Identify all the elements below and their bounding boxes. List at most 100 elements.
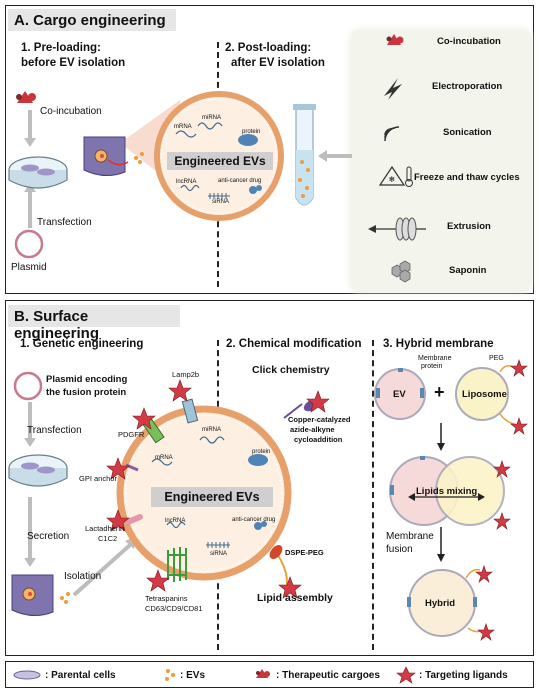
cargo-lncrna-a: lncRNA: [176, 179, 197, 185]
cargo-mrna-a: mRNA: [174, 124, 192, 130]
coincubation-icon: [386, 34, 404, 45]
ev-title-a: Engineered EVs: [167, 152, 273, 170]
cargo-protein-b: protein: [252, 449, 271, 455]
legend-parental: : Parental cells: [45, 670, 116, 681]
culture-dish-icon: [8, 156, 68, 189]
therapeutic-cargo-icon: [16, 91, 36, 103]
method-sonication: Sonication: [443, 127, 492, 138]
tetraspanin-protein: [167, 547, 187, 582]
star-peg-top: [510, 359, 528, 377]
pdgfr-label: PDGFR: [118, 430, 145, 439]
cargo-sirna-a: siRNA: [212, 199, 230, 205]
lamp2b-label: Lamp2b: [172, 370, 200, 379]
methods-box: [351, 30, 531, 292]
membrane-fusion-label-1: Membrane: [386, 531, 434, 542]
panel-a-title: A. Cargo engineering: [8, 9, 176, 31]
transfection-label: Transfection: [37, 217, 92, 228]
electroporation-icon: [384, 78, 402, 100]
ev-vesicle: [374, 368, 426, 420]
star-dspe: [278, 576, 302, 599]
hybrid-vesicle: [407, 568, 483, 637]
svg-text:❄: ❄: [389, 175, 396, 184]
star-peg-bottom: [510, 417, 528, 435]
cargo-anticancer-b: anti-cancer drug: [232, 517, 276, 523]
isolation-label: Isolation: [64, 571, 102, 582]
liposome-vesicle: [455, 365, 515, 425]
culture-dish-b-icon: [8, 454, 68, 487]
postloading-heading: 2. Post-loading:: [225, 42, 312, 54]
star-tetraspanin: [146, 569, 170, 592]
genetic-heading: 1. Genetic engineering: [20, 338, 144, 350]
membrane-protein-label-2: protein: [421, 363, 443, 370]
ev-title-b: Engineered EVs: [151, 487, 273, 507]
method-extrusion: Extrusion: [447, 221, 491, 232]
hybrid-heading: 3. Hybrid membrane: [383, 338, 494, 350]
legend-box: [5, 661, 534, 688]
lactadherin-protein: [125, 514, 143, 525]
c1c2-label: C1C2: [98, 534, 118, 543]
freeze-thaw-icon: ❄: [378, 165, 413, 187]
chemical-heading: 2. Chemical modification: [226, 338, 362, 350]
star-click: [306, 390, 330, 413]
method-freeze-thaw: Freeze and thaw cycles: [414, 172, 520, 183]
tetraspanins-list-label: CD63/CD9/CD81: [145, 604, 203, 613]
saponin-icon: [391, 260, 411, 283]
copper-label-3: cycloaddition: [294, 435, 343, 444]
parental-cell-legend-icon: [13, 670, 41, 680]
star-pdgfr: [132, 407, 156, 430]
method-saponin: Saponin: [449, 265, 487, 276]
secretion-label: Secretion: [27, 531, 70, 542]
star-lactadherin: [106, 509, 130, 532]
star-fusion-bottom: [493, 512, 511, 530]
transfection-b-label: Transfection: [27, 425, 82, 436]
cargo-anticancer-a: anti-cancer drug: [218, 178, 262, 184]
hybrid-label: Hybrid: [425, 598, 456, 609]
plasmid-encoding-label-2: the fusion protein: [46, 387, 127, 398]
ev-label: EV: [393, 389, 406, 400]
star-lamp2b: [168, 379, 192, 402]
method-electroporation: Electroporation: [432, 81, 503, 92]
lactadherin-label: Lactadherin: [85, 524, 125, 533]
coincubation-label: Co-incubation: [40, 106, 102, 117]
test-tube-icon: [293, 104, 316, 206]
star-fusion-top: [493, 460, 511, 478]
evs-legend-icon: [165, 669, 175, 681]
cargo-mirna-a: miRNA: [202, 115, 221, 121]
fusing-vesicles: [389, 456, 505, 526]
preloading-heading: 1. Pre-loading:: [21, 42, 101, 54]
legend-evs: : EVs: [180, 670, 206, 681]
liposome-label: Liposome: [462, 389, 507, 400]
cargo-mirna-b: miRNA: [202, 427, 221, 433]
extrusion-icon: [368, 217, 426, 241]
star-gpi: [106, 457, 130, 480]
method-coincubation: Co-incubation: [437, 36, 501, 47]
peg-label: PEG: [489, 355, 504, 362]
lipid-assembly-label: Lipid assembly: [257, 592, 333, 604]
sonication-icon: [384, 126, 400, 142]
tetraspanins-label: Tetraspanins: [145, 594, 188, 603]
plasmid-label: Plasmid: [11, 262, 47, 273]
therapeutic-legend-icon: [256, 669, 270, 678]
parental-cell-icon: [83, 136, 144, 176]
legend-targeting: : Targeting ligands: [419, 670, 508, 681]
cargo-sirna-b: siRNA: [210, 551, 228, 557]
membrane-fusion-label-2: fusion: [386, 544, 413, 555]
divider-b2: [372, 340, 374, 650]
copper-label-1: Copper-catalyzed: [288, 415, 351, 424]
preloading-graphics: ❄: [8, 34, 426, 283]
fusion-plasmid-icon: [13, 371, 43, 401]
gpi-label: GPI anchor: [79, 474, 117, 483]
cargo-protein-a: protein: [242, 129, 261, 135]
plus-sign: +: [434, 382, 445, 402]
parental-cell-b-icon: [11, 574, 70, 616]
star-hybrid-top: [475, 565, 493, 583]
star-hybrid-bottom: [477, 623, 495, 641]
legend-therapeutic: : Therapeutic cargoes: [276, 670, 380, 681]
dspe-peg-label: DSPE-PEG: [285, 548, 324, 557]
cargo-mrna-b: mRNA: [155, 455, 173, 461]
click-linker: [283, 403, 303, 419]
postloading-subheading: after EV isolation: [231, 57, 325, 69]
preloading-subheading: before EV isolation: [21, 57, 126, 69]
